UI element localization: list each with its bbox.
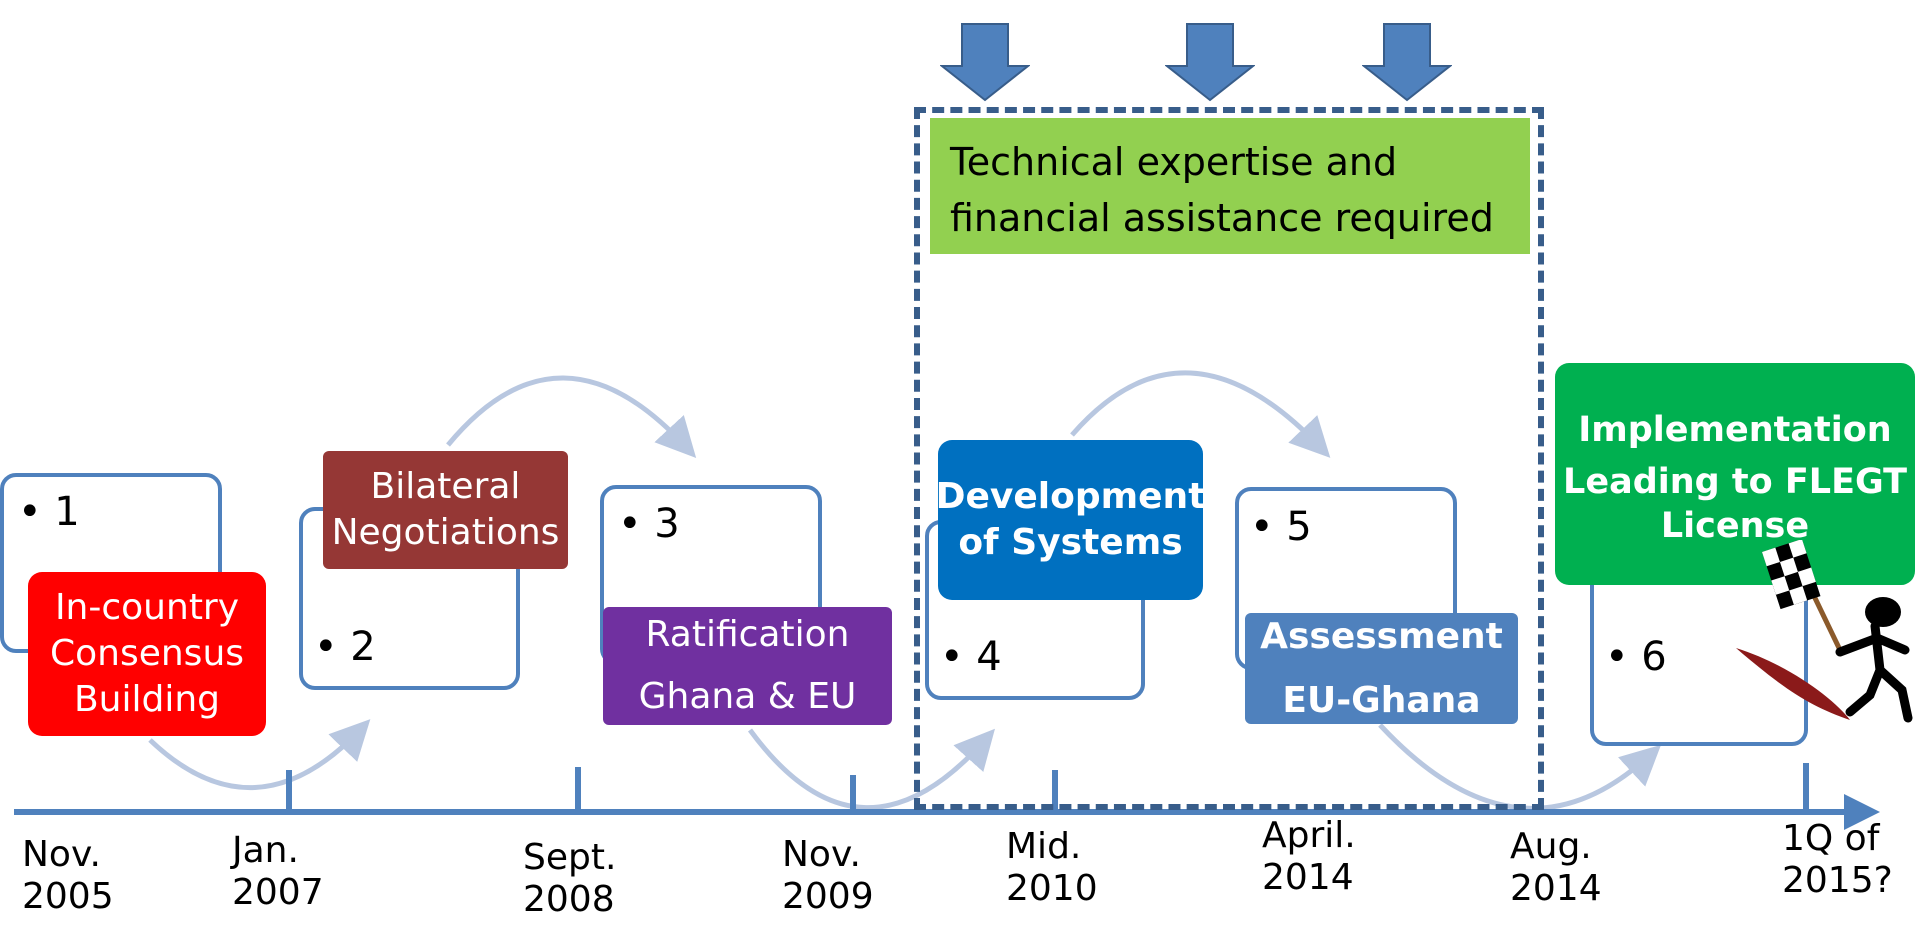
date-label-line: 2015? [1782, 860, 1893, 901]
date-label: Sept. 2008 [523, 837, 616, 921]
date-label-line: 2008 [523, 879, 615, 920]
date-label-line: 2005 [22, 876, 114, 917]
step-2-number: • 2 [314, 624, 376, 670]
step-6-label-line: License [1660, 506, 1810, 546]
date-label: April. 2014 [1262, 815, 1356, 899]
date-label: Nov. 2005 [22, 834, 114, 918]
assistance-dashed-frame [914, 107, 1544, 810]
step-4-label-line: Development [935, 476, 1206, 517]
step-6-card: Implementation Leading to FLEGT License [1555, 363, 1915, 585]
callout-line: Technical expertise and [950, 140, 1398, 184]
date-label-line: 2010 [1006, 868, 1098, 909]
date-label-line: Nov. [22, 834, 101, 875]
step-5-number: • 5 [1250, 504, 1312, 550]
step-2-label-line: Negotiations [331, 512, 560, 553]
date-label-line: 2007 [232, 872, 324, 913]
date-label: Mid. 2010 [1006, 826, 1098, 910]
flow-arrow-4-5 [1070, 370, 1331, 458]
flow-arrow-3-4 [747, 728, 995, 811]
step-5-label-line: Assessment [1260, 615, 1503, 657]
down-arrow-icon [940, 23, 1030, 102]
flow-arrow-1-2 [148, 719, 371, 791]
step-1-label-line: Consensus [49, 633, 245, 674]
step-1-label-line: In-country [54, 587, 240, 628]
step-2-card: Bilateral Negotiations [323, 451, 568, 569]
down-arrow-icon [1362, 23, 1452, 102]
date-label-line: Aug. [1510, 826, 1592, 867]
flow-arrow-2-3 [446, 375, 697, 459]
step-3-label-line: Ghana & EU [638, 676, 857, 717]
step-4-label-line: of Systems [958, 522, 1183, 563]
step-6-number: • 6 [1605, 634, 1667, 680]
date-label-line: Nov. [782, 834, 861, 875]
step-4-card: Development of Systems [935, 440, 1206, 600]
step-5-label-line: EU-Ghana [1282, 679, 1481, 721]
date-label: Nov. 2009 [782, 834, 874, 918]
step-6-label-line: Leading to FLEGT [1563, 462, 1907, 502]
step-3-label-line: Ratification [645, 614, 850, 655]
step-3-card: Ratification Ghana & EU [603, 607, 892, 725]
date-label-line: 2014 [1262, 857, 1354, 898]
date-label-line: Jan. [232, 830, 299, 871]
step-4-number: • 4 [940, 634, 1002, 680]
date-label: Jan. 2007 [232, 830, 324, 914]
step-1-label-line: Building [73, 679, 221, 720]
date-label-line: Sept. [523, 837, 617, 878]
date-label-line: 1Q of [1782, 818, 1880, 859]
finish-flag-runner-icon [1736, 540, 1913, 723]
date-label: 1Q of 2015? [1782, 818, 1893, 902]
step-2-label-line: Bilateral [370, 466, 521, 507]
step-1-number: • 1 [18, 489, 80, 535]
down-arrow-icon [1165, 23, 1255, 102]
date-label-line: 2009 [782, 876, 874, 917]
date-label: Aug. 2014 [1510, 826, 1602, 910]
step-6-label-line: Implementation [1578, 410, 1892, 450]
step-1-card: In-country Consensus Building [28, 572, 266, 736]
assistance-callout: Technical expertise and financial assist… [930, 118, 1530, 254]
step-3-number: • 3 [618, 501, 680, 547]
date-label-line: Mid. [1006, 826, 1082, 867]
step-5-card: Assessment EU-Ghana [1245, 613, 1518, 724]
date-label-line: April. [1262, 815, 1356, 856]
callout-line: financial assistance required [950, 196, 1494, 240]
date-label-line: 2014 [1510, 868, 1602, 909]
